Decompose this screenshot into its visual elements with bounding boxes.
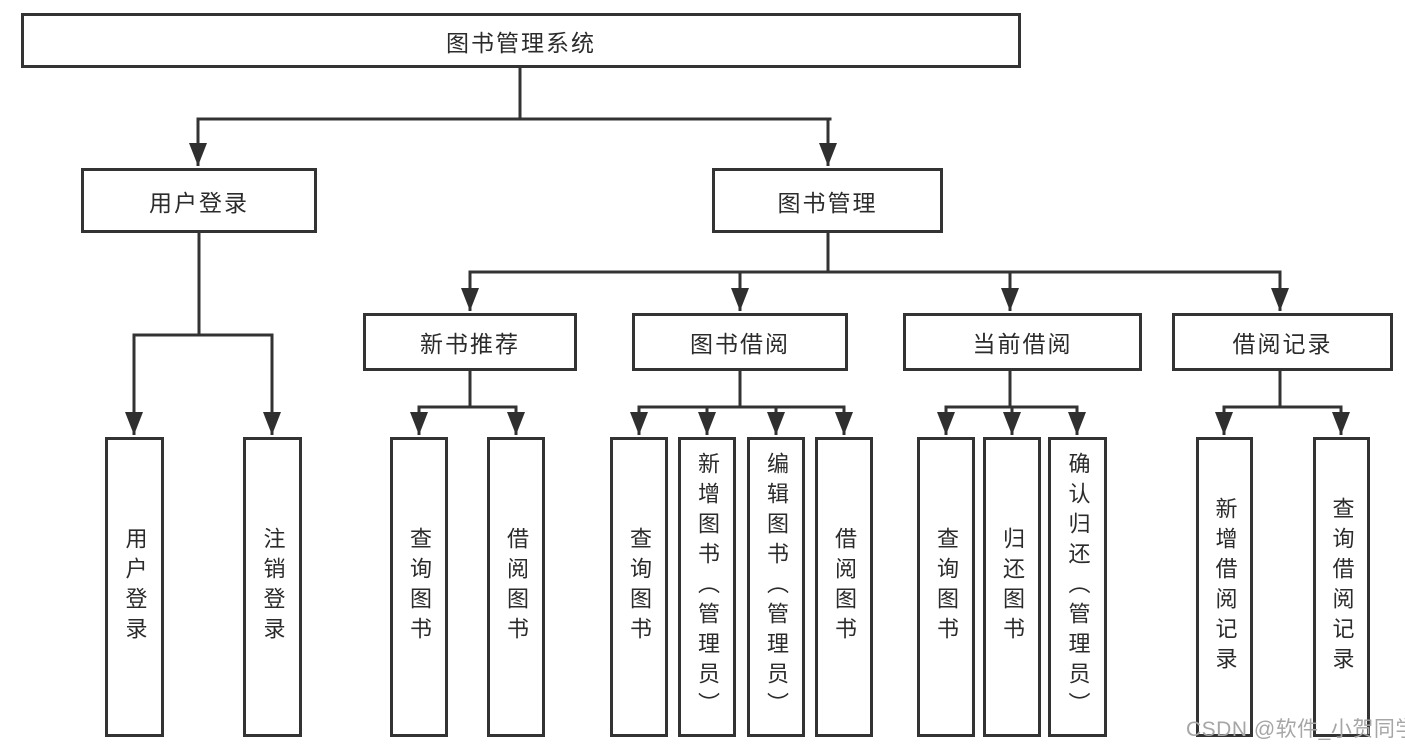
node-borrowing-records-label: 借阅记录 [1232,331,1333,357]
connector-records-to-leaves [1215,371,1350,435]
node-book-borrowing-label: 图书借阅 [690,331,790,357]
leaf-records-add-record-label: 新增借阅记录 [1212,497,1238,677]
leaf-current-return-books-label: 归还图书 [1000,527,1025,647]
csdn-watermark: CSDN @软件_小贺同学 [1186,718,1405,741]
leaf-user-login: 用户登录 [105,437,164,737]
leaf-current-query-books-label: 查询图书 [934,527,959,647]
node-user-login: 用户登录 [81,168,317,233]
leaf-current-confirm-return-admin: 确认归还（管理员） [1048,437,1107,737]
leaf-borrow-borrow-books: 借阅图书 [815,437,873,737]
node-book-management: 图书管理 [712,168,943,233]
leaf-records-query-record-label: 查询借阅记录 [1329,497,1355,677]
node-root-label: 图书管理系统 [446,29,596,56]
leaf-borrow-edit-books-admin: 编辑图书（管理员） [747,437,805,737]
node-user-login-label: 用户登录 [149,189,249,216]
node-new-book-recommend-label: 新书推荐 [420,331,520,357]
leaf-records-add-record: 新增借阅记录 [1196,437,1253,737]
node-book-borrowing: 图书借阅 [632,313,848,371]
leaf-newbook-query-books-label: 查询图书 [407,527,432,647]
connector-newbook-to-leaves [410,371,525,435]
node-current-borrowing: 当前借阅 [903,313,1142,371]
leaf-borrow-add-books-admin-label: 新增图书（管理员） [695,452,720,722]
node-new-book-recommend: 新书推荐 [363,313,577,371]
leaf-borrow-edit-books-admin-label: 编辑图书（管理员） [764,452,789,722]
node-root-library-system: 图书管理系统 [21,13,1021,68]
leaf-current-return-books: 归还图书 [983,437,1041,737]
leaf-user-login-label: 用户登录 [122,527,148,647]
leaf-newbook-borrow-books-label: 借阅图书 [504,527,529,647]
connector-borrow-to-leaves [630,371,853,435]
leaf-logout-label: 注销登录 [260,527,286,647]
leaf-borrow-query-books-label: 查询图书 [627,527,652,647]
leaf-borrow-query-books: 查询图书 [610,437,668,737]
connector-login-to-leaves [125,233,281,435]
connector-management-to-level3 [461,233,1289,311]
connector-current-to-leaves [937,371,1086,435]
leaf-current-confirm-return-admin-label: 确认归还（管理员） [1065,452,1091,722]
node-borrowing-records: 借阅记录 [1172,313,1393,371]
leaf-newbook-borrow-books: 借阅图书 [487,437,545,737]
connector-root-to-level2 [189,68,837,166]
leaf-logout: 注销登录 [243,437,302,737]
leaf-current-query-books: 查询图书 [917,437,975,737]
leaf-records-query-record: 查询借阅记录 [1313,437,1370,737]
node-book-management-label: 图书管理 [777,189,878,216]
leaf-borrow-add-books-admin: 新增图书（管理员） [678,437,736,737]
leaf-newbook-query-books: 查询图书 [390,437,448,737]
node-current-borrowing-label: 当前借阅 [972,331,1073,357]
leaf-borrow-borrow-books-label: 借阅图书 [832,527,857,647]
